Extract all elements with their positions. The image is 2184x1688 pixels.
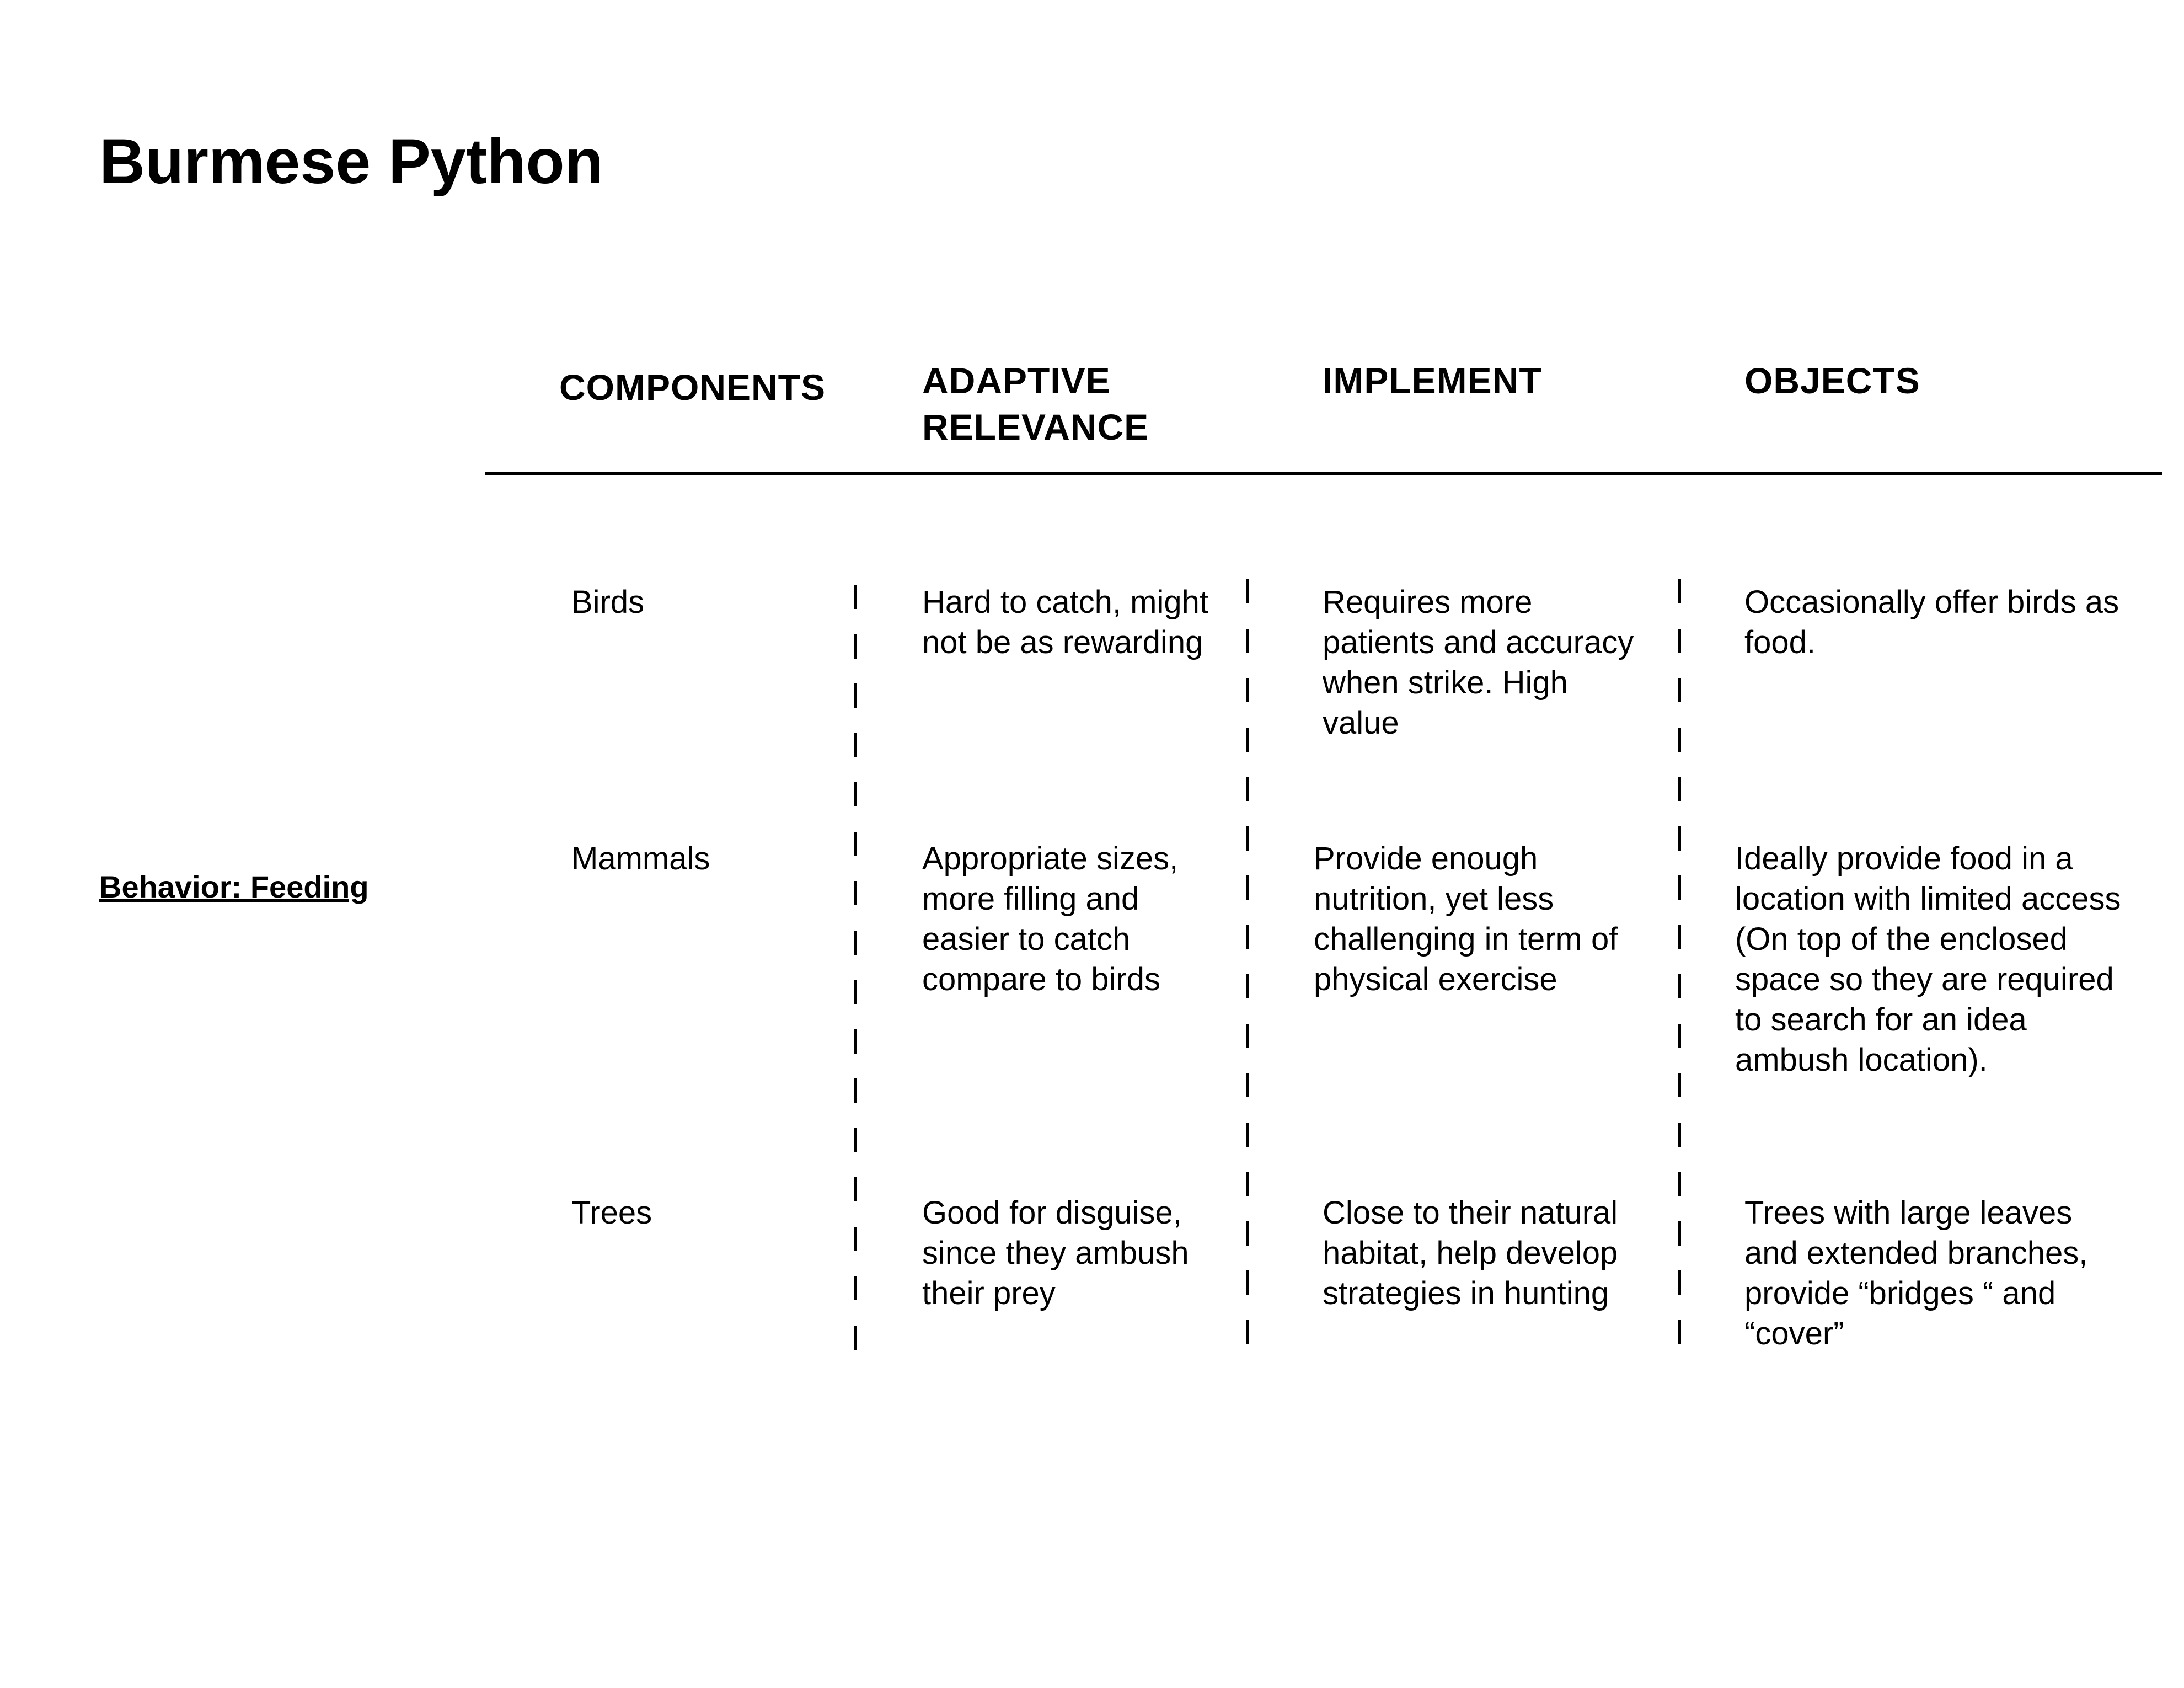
separator-dash bbox=[1678, 1024, 1681, 1048]
separator-dash bbox=[1246, 678, 1249, 702]
header-components: COMPONENTS bbox=[559, 367, 826, 408]
separator-dash bbox=[1678, 1320, 1681, 1344]
column-separator-3 bbox=[1678, 579, 1682, 1363]
separator-dash bbox=[1246, 875, 1249, 900]
separator-dash bbox=[1246, 728, 1249, 752]
separator-dash bbox=[854, 1326, 857, 1350]
column-separator-1 bbox=[854, 585, 857, 1368]
separator-dash bbox=[1246, 1320, 1249, 1344]
separator-dash bbox=[1678, 678, 1681, 702]
separator-dash bbox=[1246, 1221, 1249, 1246]
separator-dash bbox=[1246, 1073, 1249, 1097]
row-birds-component: Birds bbox=[571, 584, 645, 620]
separator-dash bbox=[1678, 875, 1681, 900]
separator-dash bbox=[1678, 579, 1681, 603]
row-birds-objects: Occasionally offer birds as food. bbox=[1744, 584, 2119, 660]
separator-dash bbox=[854, 931, 857, 955]
separator-dash bbox=[1678, 974, 1681, 998]
separator-dash bbox=[1678, 1073, 1681, 1097]
separator-dash bbox=[1246, 1270, 1249, 1295]
separator-dash bbox=[1678, 826, 1681, 851]
separator-dash bbox=[854, 733, 857, 757]
separator-dash bbox=[1246, 925, 1249, 949]
row-trees-component: Trees bbox=[571, 1195, 652, 1231]
separator-dash bbox=[854, 832, 857, 856]
separator-dash bbox=[854, 1078, 857, 1103]
separator-dash bbox=[854, 585, 857, 609]
separator-dash bbox=[1678, 1221, 1681, 1246]
separator-dash bbox=[1246, 629, 1249, 653]
separator-dash bbox=[1246, 777, 1249, 801]
separator-dash bbox=[1678, 1172, 1681, 1196]
row-trees-adaptive: Good for disguise, since they ambush the… bbox=[922, 1195, 1189, 1311]
row-mammals-objects: Ideally provide food in a location with … bbox=[1735, 841, 2121, 1078]
separator-dash bbox=[1678, 728, 1681, 752]
row-mammals-component: Mammals bbox=[571, 841, 710, 877]
row-birds-implement: Requires more patients and accuracy when… bbox=[1323, 584, 1634, 741]
row-trees-implement: Close to their natural habitat, help dev… bbox=[1323, 1195, 1618, 1311]
separator-dash bbox=[854, 683, 857, 708]
behavior-label: Behavior: Feeding bbox=[99, 869, 369, 904]
separator-dash bbox=[854, 1128, 857, 1152]
separator-dash bbox=[1246, 1123, 1249, 1147]
separator-dash bbox=[1678, 777, 1681, 801]
separator-dash bbox=[1246, 1172, 1249, 1196]
separator-dash bbox=[1246, 826, 1249, 851]
separator-dash bbox=[1678, 1123, 1681, 1147]
separator-dash bbox=[1678, 629, 1681, 653]
separator-dash bbox=[854, 782, 857, 806]
row-mammals-adaptive: Appropriate sizes, more filling and easi… bbox=[922, 841, 1179, 997]
row-trees-objects: Trees with large leaves and extended bra… bbox=[1744, 1195, 2088, 1352]
separator-dash bbox=[854, 881, 857, 905]
row-birds-adaptive: Hard to catch, might not be as rewarding bbox=[922, 584, 1208, 660]
separator-dash bbox=[854, 980, 857, 1004]
separator-dash bbox=[1246, 579, 1249, 603]
header-divider bbox=[485, 472, 2162, 475]
header-implement: IMPLEMENT bbox=[1323, 360, 1542, 401]
separator-dash bbox=[1246, 974, 1249, 998]
header-objects: OBJECTS bbox=[1744, 360, 1920, 401]
separator-dash bbox=[1246, 1024, 1249, 1048]
row-mammals-implement: Provide enough nutrition, yet less chall… bbox=[1314, 841, 1618, 997]
separator-dash bbox=[854, 1227, 857, 1251]
separator-dash bbox=[854, 634, 857, 659]
separator-dash bbox=[1678, 925, 1681, 949]
column-separator-2 bbox=[1246, 579, 1249, 1363]
separator-dash bbox=[1678, 1270, 1681, 1295]
separator-dash bbox=[854, 1177, 857, 1201]
header-adaptive-relevance: ADAPTIVE RELEVANCE bbox=[922, 360, 1149, 447]
separator-dash bbox=[854, 1276, 857, 1300]
separator-dash bbox=[854, 1029, 857, 1054]
page-title: Burmese Python bbox=[99, 126, 603, 197]
